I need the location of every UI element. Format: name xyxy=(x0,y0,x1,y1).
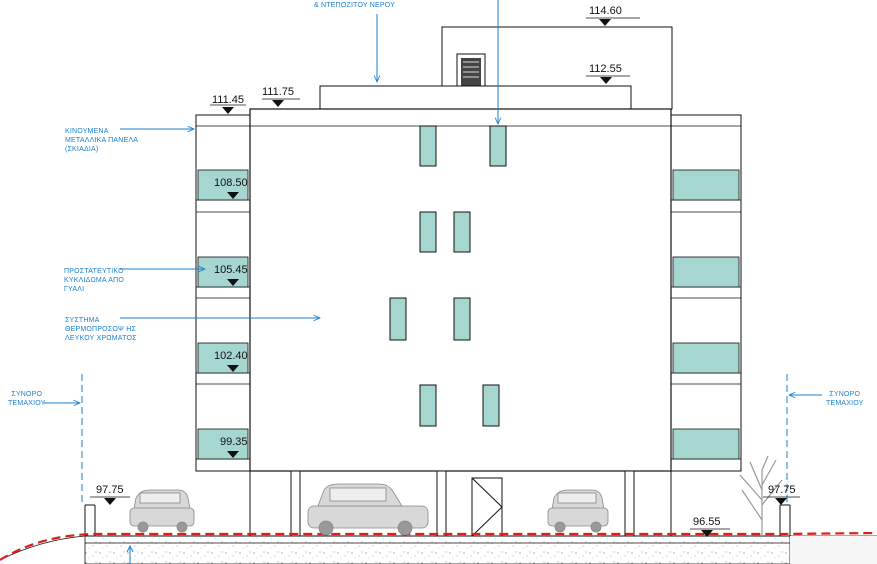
level-marker-icon xyxy=(599,19,611,26)
level-floor2: 105.45 xyxy=(214,264,248,276)
panels-note-line: ΚΙΝΟΥΜΕΝΑ xyxy=(65,128,109,135)
pilotis xyxy=(249,470,672,537)
insulation-note-line: ΛΕΥΚΟΥ ΧΡΩΜΑΤΟΣ xyxy=(65,335,137,342)
level-street: 96.55 xyxy=(693,516,721,528)
level-marker-icon xyxy=(227,365,239,372)
level-marker-icon xyxy=(227,279,239,286)
level-roof: 112.55 xyxy=(589,63,622,75)
level-left-parapet: 111.45 xyxy=(212,94,245,106)
level-leaders xyxy=(90,17,800,530)
left-balcony-frame xyxy=(195,114,251,472)
insulation-note-line: ΣΥΣΤΗΜΑ xyxy=(65,317,100,324)
right-balcony-frame xyxy=(670,114,742,472)
level-marker-icon xyxy=(272,100,284,107)
car-icon xyxy=(547,489,609,533)
level-top: 114.60 xyxy=(589,5,622,17)
level-marker-icon xyxy=(701,530,713,537)
level-marker-icon xyxy=(775,498,787,505)
boundary-note-line: ΣΥΝΟΡΟ xyxy=(829,391,861,398)
glass-note-line: ΠΡΟΣΤΑΤΕΥΤΙΚΟ xyxy=(64,268,124,275)
insulation-note: ΣΥΣΤΗΜΑ ΘΕΡΜΟΠΡΟΣΟΨ ΗΣ ΛΕΥΚΟΥ ΧΡΩΜΑΤΟΣ xyxy=(65,316,137,343)
boundary-note-line: ΤΕΜΑΧΙΟΥ xyxy=(8,400,46,407)
boundary-note-line: ΤΕΜΑΧΙΟΥ xyxy=(826,400,864,407)
panels-note-line: (ΣΚΙΑΔΙΑ) xyxy=(65,146,99,153)
level-parapet: 111.75 xyxy=(262,86,295,98)
roof-door-icon xyxy=(456,53,486,87)
boundary-note-left: ΣΥΝΟΡΟ ΤΕΜΑΧΙΟΥ xyxy=(8,390,46,408)
panels-note: ΚΙΝΟΥΜΕΝΑ ΜΕΤΑΛΛΙΚΑ ΠΑΝΕΛΑ (ΣΚΙΑΔΙΑ) xyxy=(65,127,138,154)
level-marker-icon xyxy=(227,451,239,458)
level-ground-right: 97.75 xyxy=(768,484,796,496)
glass-panels xyxy=(197,169,740,460)
glass-note-line: ΚΥΚΛΙΔΩΜΑ ΑΠΟ xyxy=(64,277,124,284)
car-icon xyxy=(129,489,195,533)
boundary-note-line: ΣΥΝΟΡΟ xyxy=(11,391,43,398)
glass-note: ΠΡΟΣΤΑΤΕΥΤΙΚΟ ΚΥΚΛΙΔΩΜΑ ΑΠΟ ΓΥΑΛΙ xyxy=(64,267,124,294)
level-marker-icon xyxy=(104,498,116,505)
level-floor0: 99.35 xyxy=(220,436,248,448)
level-marker-icon xyxy=(222,107,234,114)
boundary-note-right: ΣΥΝΟΡΟ ΤΕΜΑΧΙΟΥ xyxy=(826,390,864,408)
car-icon xyxy=(307,483,429,536)
roof-parapet xyxy=(319,85,632,110)
tree-icon xyxy=(739,455,783,536)
glass-note-line: ΓΥΑΛΙ xyxy=(64,286,85,293)
level-marker-icon xyxy=(227,192,239,199)
level-floor1: 102.40 xyxy=(214,350,248,362)
level-ground-left: 97.75 xyxy=(96,484,124,496)
main-facade xyxy=(249,108,672,472)
entrance-door xyxy=(471,477,503,537)
level-floor3: 108.50 xyxy=(214,177,248,189)
ground-section xyxy=(0,504,877,564)
natural-ground-line xyxy=(0,531,877,561)
panels-note-line: ΜΕΤΑΛΛΙΚΑ ΠΑΝΕΛΑ xyxy=(65,137,139,144)
insulation-note-line: ΘΕΡΜΟΠΡΟΣΟΨ ΗΣ xyxy=(65,326,136,333)
facade-windows xyxy=(389,125,507,427)
level-marker-icon xyxy=(600,77,612,84)
water-heater-note: & ΝΤΕΠΟΖΙΤΟΥ ΝΕΡΟΥ xyxy=(314,2,396,9)
annotation-arrows xyxy=(44,0,822,403)
